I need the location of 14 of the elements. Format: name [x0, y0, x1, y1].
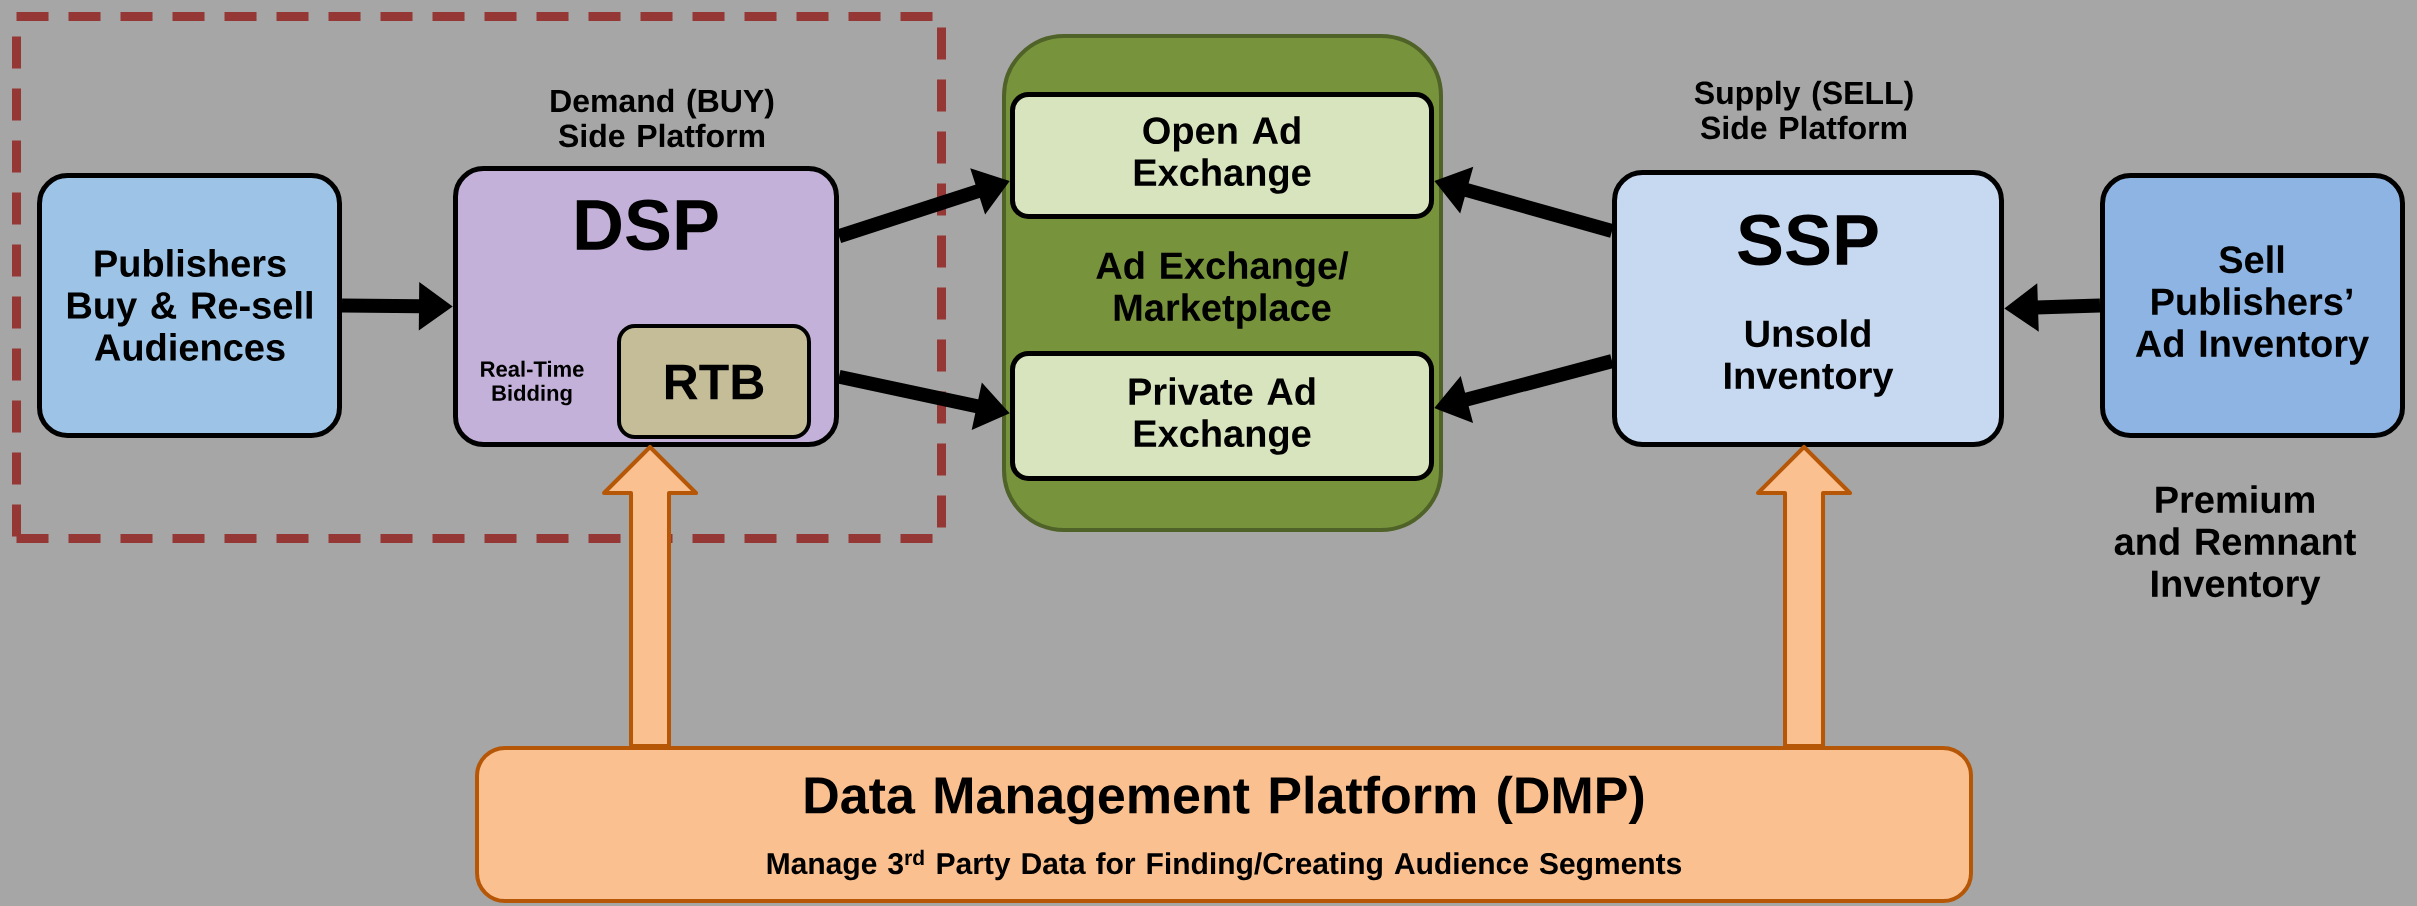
module-box: RTB: [617, 324, 811, 439]
source-box: Sell Publishers’ Ad Inventory: [2100, 173, 2405, 438]
arrow: [602, 445, 698, 748]
platform-heading: Supply (SELL) Side Platform: [1694, 80, 1913, 140]
exchange-box: Private Ad Exchange: [1010, 351, 1434, 481]
side-label: Real-Time Bidding: [481, 360, 584, 406]
platform-banner: Data Management Platform (DMP) Manage 3$^{rd}$ Party Data for Finding/Creating Audience Segments: [475, 746, 1973, 903]
source-box: Publishers Buy & Re-sell Audiences: [37, 173, 342, 438]
platform-box: SSP Unsold Inventory: [1612, 170, 2004, 447]
side-label: Premium and Remnant Inventory: [2114, 485, 2356, 605]
platform-heading: Demand (BUY) Side Platform: [551, 88, 774, 148]
arrow: [1756, 445, 1852, 748]
dashed-group-box: [12, 12, 946, 543]
exchange-box: Open Ad Exchange: [1010, 92, 1434, 219]
